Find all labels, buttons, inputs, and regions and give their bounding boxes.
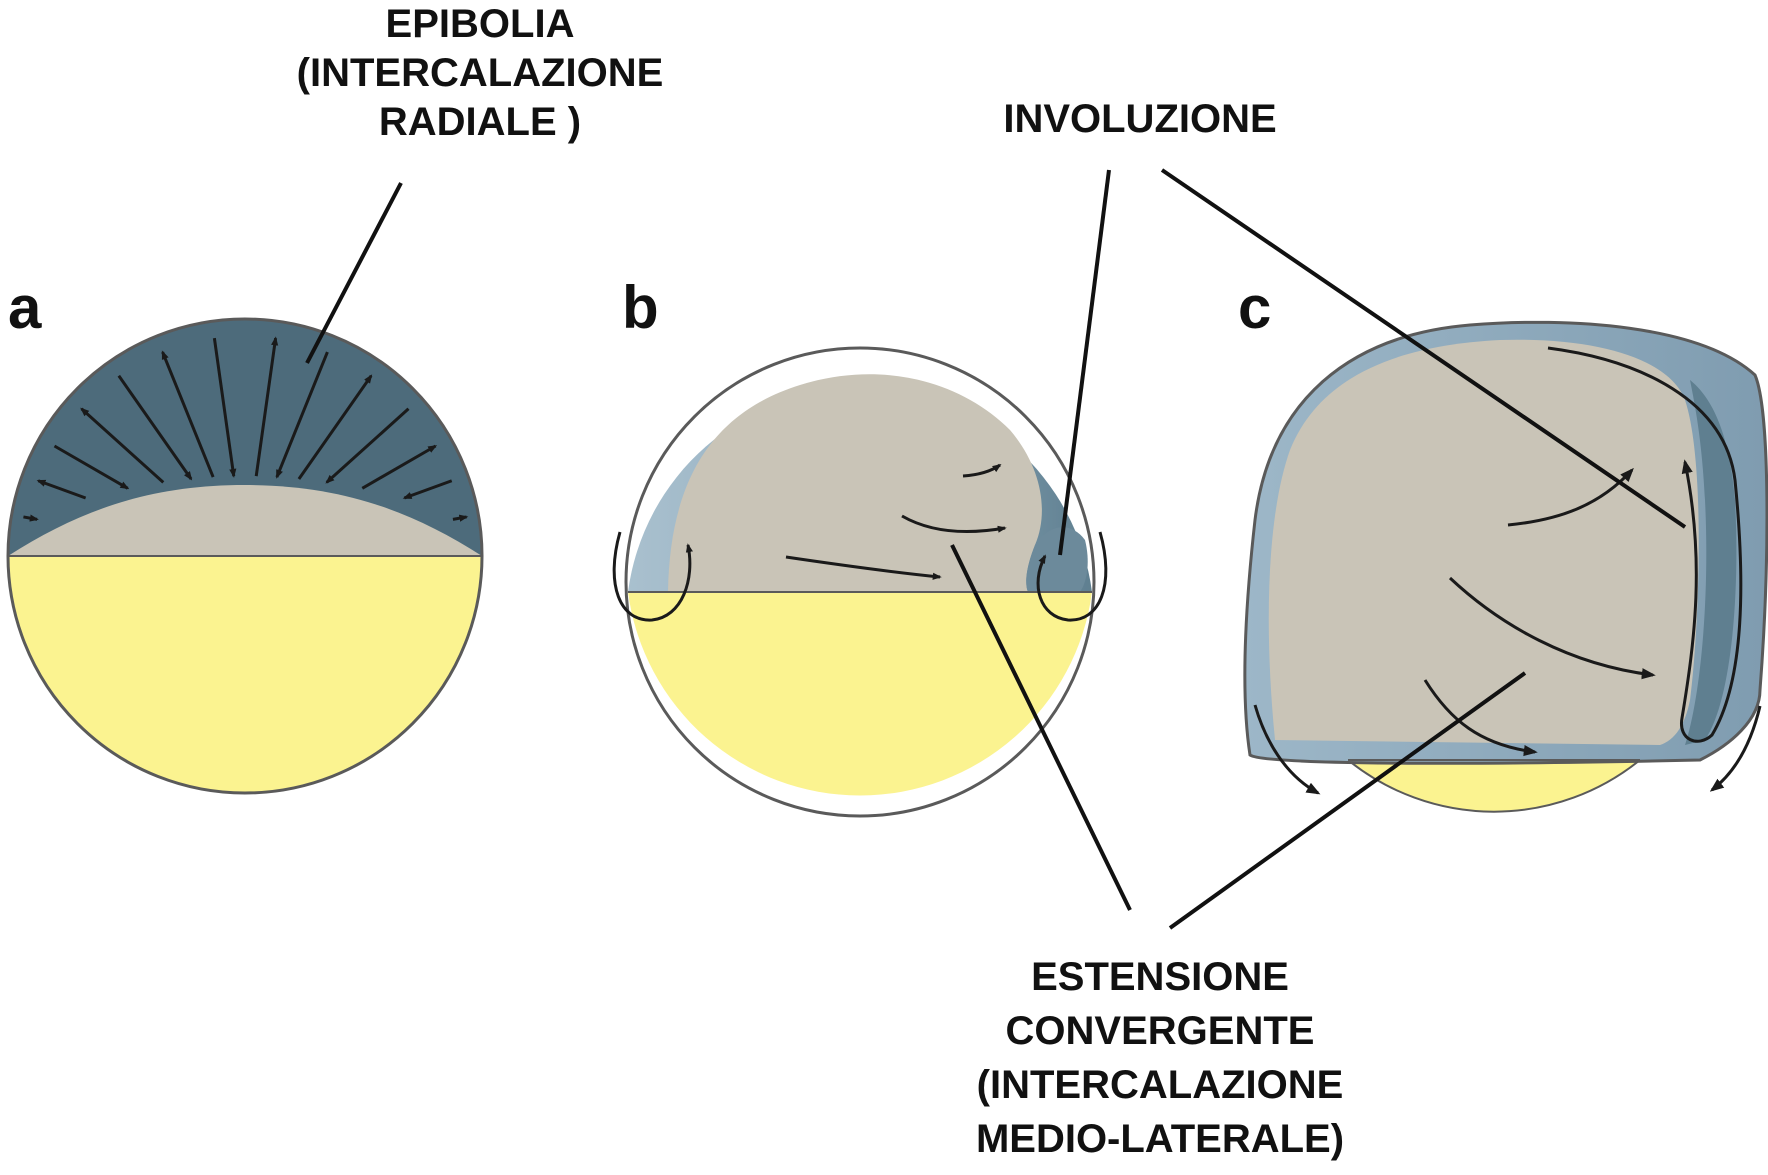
leader-epibolia [307, 183, 401, 363]
embryo-c [1245, 322, 1767, 811]
label-estensione-line-3: (INTERCALAZIONE [900, 1058, 1420, 1112]
label-involuzione: INVOLUZIONE [930, 95, 1350, 144]
leader-involuzione-b [1060, 170, 1109, 555]
label-estensione: ESTENSIONE CONVERGENTE (INTERCALAZIONE M… [900, 950, 1420, 1166]
embryo-b [614, 348, 1106, 816]
panel-letter-b: b [622, 278, 659, 338]
label-epibolia-line-2: (INTERCALAZIONE [245, 49, 715, 98]
embryo-a [8, 319, 482, 793]
label-epibolia-line-1: EPIBOLIA [245, 0, 715, 49]
label-epibolia-line-3: RADIALE ) [245, 98, 715, 147]
yolk-a [8, 556, 482, 793]
cells-c [1269, 340, 1699, 745]
panel-letter-c: c [1238, 278, 1271, 338]
panel-letter-a: a [8, 278, 41, 338]
label-estensione-line-1: ESTENSIONE [900, 950, 1420, 1004]
label-estensione-line-2: CONVERGENTE [900, 1004, 1420, 1058]
label-epibolia: EPIBOLIA (INTERCALAZIONE RADIALE ) [245, 0, 715, 147]
cells-b [668, 374, 1042, 592]
label-estensione-line-4: MEDIO-LATERALE) [900, 1112, 1420, 1166]
